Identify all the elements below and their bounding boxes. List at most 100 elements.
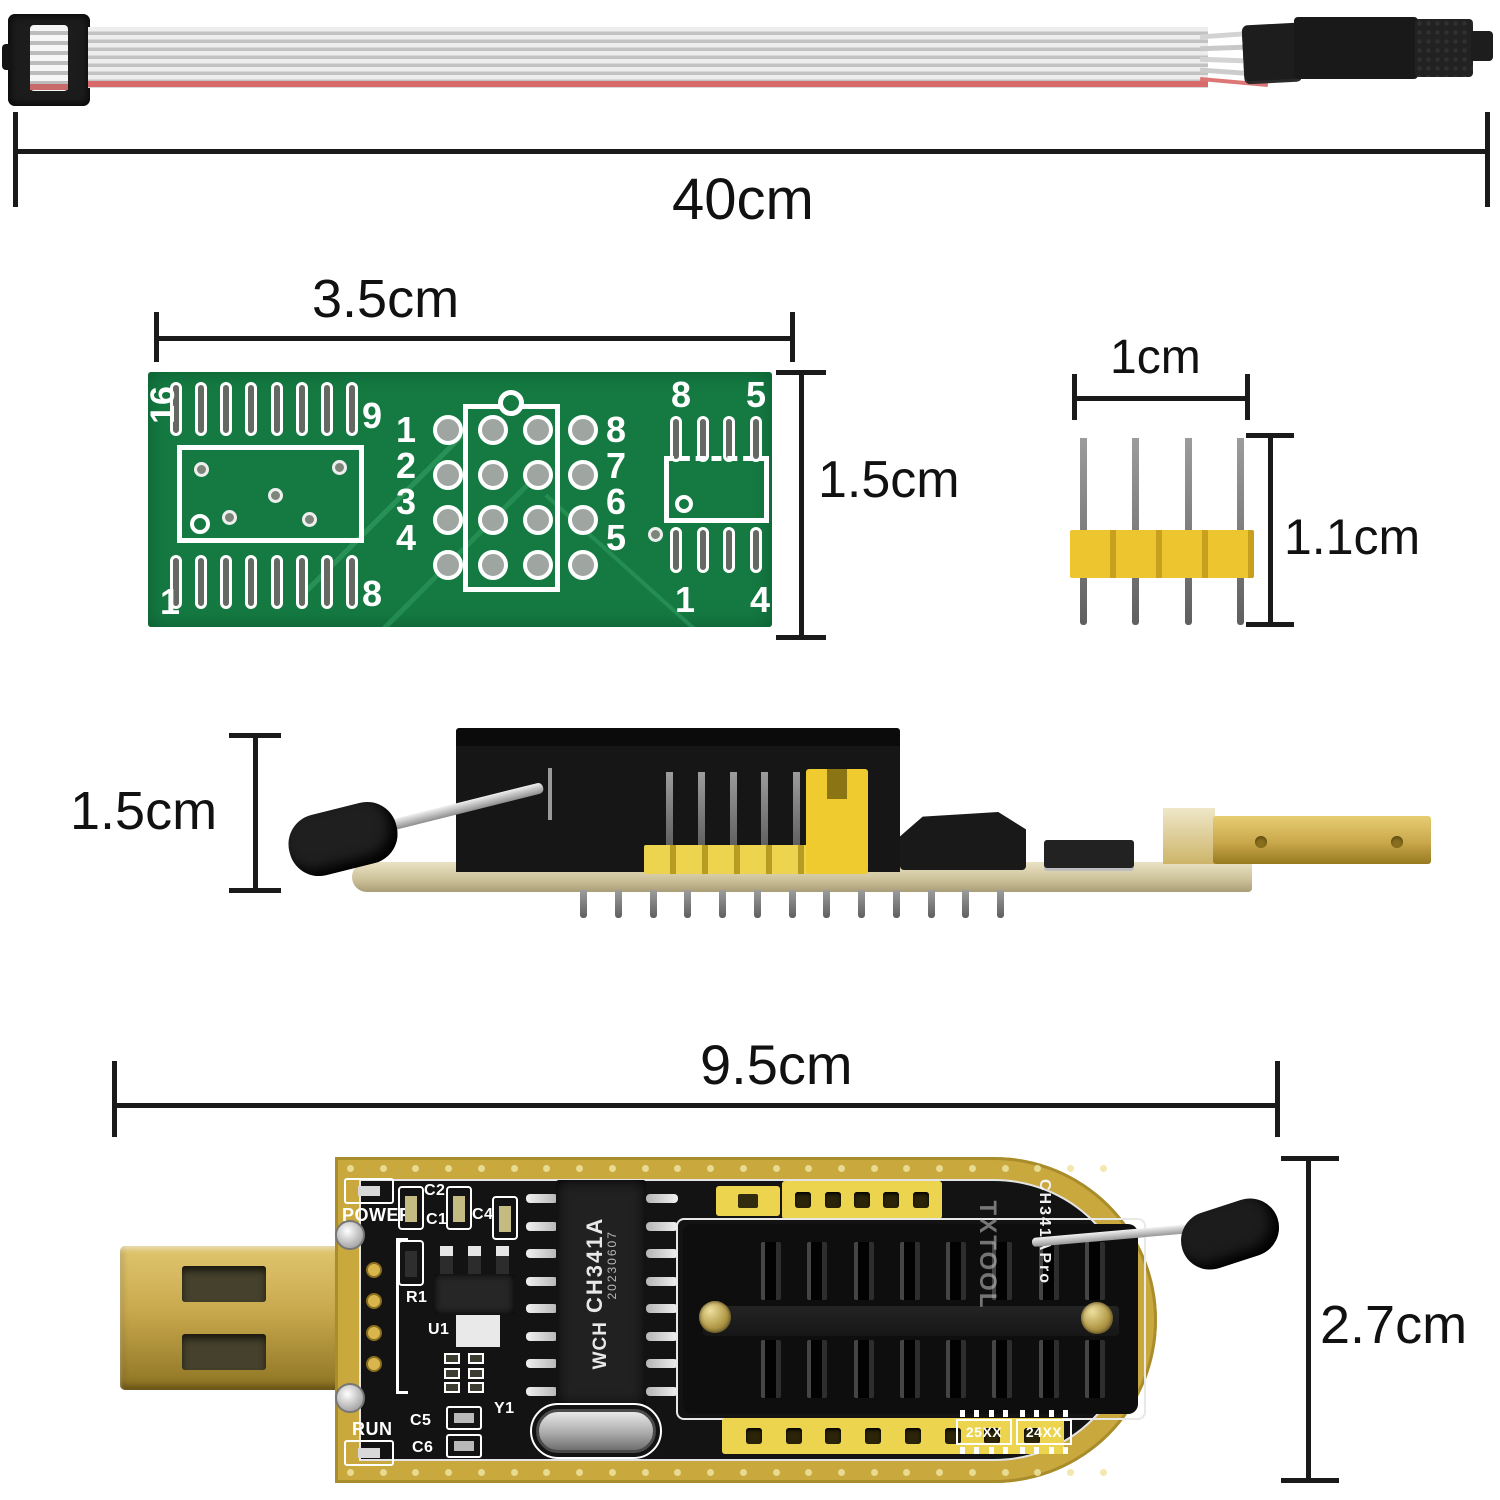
zif-slot (1084, 1242, 1105, 1300)
sop16-pads-top (170, 382, 358, 436)
border-dot (347, 1164, 354, 1172)
zif-slot (853, 1242, 874, 1300)
gold-pad (366, 1262, 382, 1278)
dim-27-line (1306, 1156, 1311, 1483)
border-dot (674, 1164, 682, 1172)
c5-label: C5 (410, 1412, 432, 1429)
side-ic-chip (900, 812, 1026, 870)
footprint-25xx: 25XX (956, 1410, 1012, 1456)
via (332, 460, 347, 475)
sop8-top-left-label: 8 (671, 374, 692, 415)
side-latch-pin (548, 768, 552, 820)
idc-connector-left-key (2, 44, 12, 70)
header-socket (795, 1192, 812, 1208)
border-dot (477, 1164, 485, 1172)
sop16-pin1-label: 1 (160, 581, 181, 622)
side-zif-lid (456, 728, 900, 748)
dip-hole (568, 550, 598, 580)
upright-pin (761, 772, 769, 848)
dip-right-numbers: 8 7 6 5 (606, 412, 640, 586)
dip-pin-label: 1 (396, 409, 417, 450)
sop16-pad (345, 555, 358, 609)
border-dot (936, 1468, 944, 1476)
through-pin (580, 890, 587, 918)
zif-slot (992, 1340, 1013, 1398)
pad-stub (1062, 1447, 1068, 1454)
pad-stub (1020, 1447, 1025, 1454)
dip-hole (478, 505, 508, 535)
sop8-pad (670, 527, 682, 573)
header-socket (853, 1192, 870, 1208)
adapter-width-label: 3.5cm (312, 269, 460, 329)
header-socket (824, 1192, 841, 1208)
sop16-pad (195, 382, 208, 436)
border-dot (1099, 1468, 1107, 1476)
usb-plug (120, 1246, 342, 1390)
dim-11-tick-top (1246, 433, 1294, 438)
power-led-outline (344, 1178, 394, 1204)
dip-hole (523, 505, 553, 535)
run-led (358, 1448, 380, 1458)
dim-side-tick-bottom (229, 888, 281, 893)
side-usb-tab (1213, 816, 1431, 864)
border-dot (576, 1468, 584, 1476)
c1-label: C1 (426, 1211, 448, 1228)
border-dot (903, 1164, 911, 1172)
dip-hole (568, 415, 598, 445)
dim-1cm-tick-left (1072, 374, 1077, 420)
via (222, 510, 237, 525)
zif-slot (761, 1340, 781, 1398)
through-pin (858, 890, 865, 918)
cap-outline (492, 1196, 518, 1240)
cap-body (499, 1206, 511, 1232)
zif-slots-top (761, 1242, 1105, 1300)
ribbon-fold-loop (30, 25, 68, 91)
dip-hole-grid (433, 415, 598, 580)
sop8-pad (696, 527, 709, 573)
dip-outline-notch (498, 390, 524, 416)
chip-pin (646, 1331, 678, 1341)
dim-side-line (253, 733, 258, 893)
side-bottom-pins (580, 890, 1004, 918)
sop16-pin16-label: 16 (148, 386, 182, 424)
dip-pin-label: 2 (396, 445, 417, 486)
passive-outline (444, 1353, 460, 1364)
dip-pin-label: 4 (396, 517, 417, 558)
sop8-top-right-label: 5 (746, 374, 767, 415)
chip-pin (526, 1304, 558, 1314)
power-label: POWER (342, 1205, 413, 1225)
chip-pin (646, 1359, 678, 1369)
border-dot (968, 1468, 976, 1476)
upright-pin (729, 772, 737, 848)
stub-row (1020, 1447, 1068, 1454)
dip-hole (523, 550, 553, 580)
sop16-pad (295, 382, 308, 436)
sop16-pads-bottom (170, 555, 358, 609)
ribbon-fold-red-stripe (30, 84, 68, 90)
border-dot (1001, 1468, 1009, 1476)
jumper-hole (738, 1194, 758, 1208)
sop16-pad (245, 382, 258, 436)
zif-screw (699, 1301, 731, 1333)
anchor-hole (335, 1220, 365, 1250)
pin1-ring (675, 495, 693, 513)
ch341a-chip-marking: WCH CH341A 20230607 (570, 1193, 632, 1393)
resistor-body (405, 1251, 417, 1277)
border-dot (576, 1164, 584, 1172)
pad-stub (1062, 1410, 1068, 1417)
passive-outline (468, 1353, 484, 1364)
dip-hole (478, 460, 508, 490)
border-dot (805, 1164, 813, 1172)
chip-maker-label: WCH (590, 1321, 611, 1370)
jumper-cap (716, 1186, 780, 1216)
dip-pin-label: 5 (606, 517, 627, 558)
border-dot (1034, 1468, 1042, 1476)
sop16-pad (270, 382, 283, 436)
pad-stub (960, 1447, 965, 1454)
c2-label: C2 (424, 1182, 446, 1199)
side-header-pins (666, 772, 800, 848)
through-pin (719, 890, 726, 918)
pad-stub (988, 1410, 994, 1417)
sop8-pad (723, 527, 736, 573)
border-dot (641, 1468, 649, 1476)
